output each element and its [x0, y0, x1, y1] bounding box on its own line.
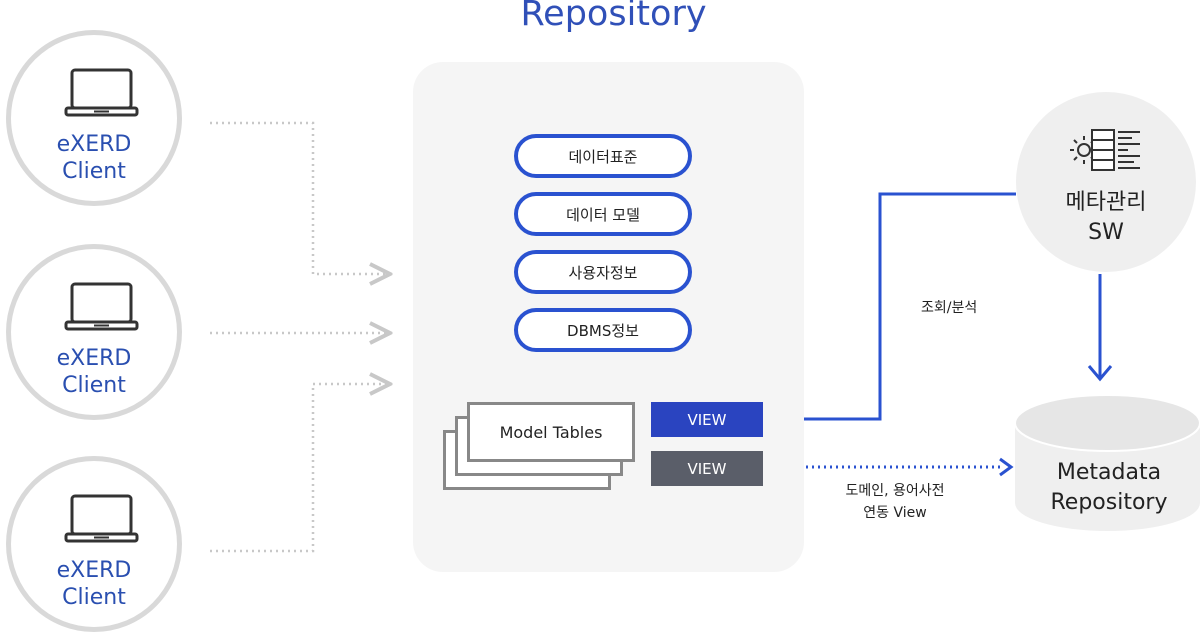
client-label: eXERD Client — [56, 346, 132, 398]
repo-item-data-model: 데이터 모델 — [514, 192, 692, 236]
view-secondary: VIEW — [651, 451, 763, 486]
database-icon — [1015, 394, 1200, 531]
page-title: Repository — [520, 0, 707, 34]
client-label: eXERD Client — [56, 132, 132, 184]
sw-to-repo-arrowhead — [1087, 365, 1113, 382]
lookup-arrow — [770, 192, 1016, 421]
client-node: eXERD Client — [6, 456, 182, 632]
repo-item-data-standard: 데이터표준 — [514, 134, 692, 178]
meta-sw-node: 메타관리 SW — [1016, 92, 1196, 272]
repo-item-user-info: 사용자정보 — [514, 250, 692, 294]
metadata-repository-label: Metadata Repository — [1050, 460, 1168, 515]
laptop-icon — [64, 494, 139, 543]
lookup-label: 조회/분석 — [921, 300, 978, 316]
client1-connector — [210, 121, 390, 274]
laptop-icon — [64, 282, 139, 331]
client-node: eXERD Client — [6, 30, 182, 206]
meta-sw-label: 메타관리 SW — [1065, 190, 1147, 245]
view-primary: VIEW — [651, 402, 763, 437]
repo-item-dbms-info: DBMS정보 — [514, 308, 692, 352]
laptop-icon — [64, 68, 139, 117]
model-tables-label: Model Tables — [467, 402, 635, 462]
link-label: 도메인, 용어사전 연동 View — [845, 483, 945, 521]
view-link-arrowhead — [999, 457, 1014, 477]
client-label: eXERD Client — [56, 558, 132, 610]
client-node: eXERD Client — [6, 244, 182, 420]
server-gear-icon — [1070, 129, 1140, 171]
client3-connector — [210, 384, 390, 553]
